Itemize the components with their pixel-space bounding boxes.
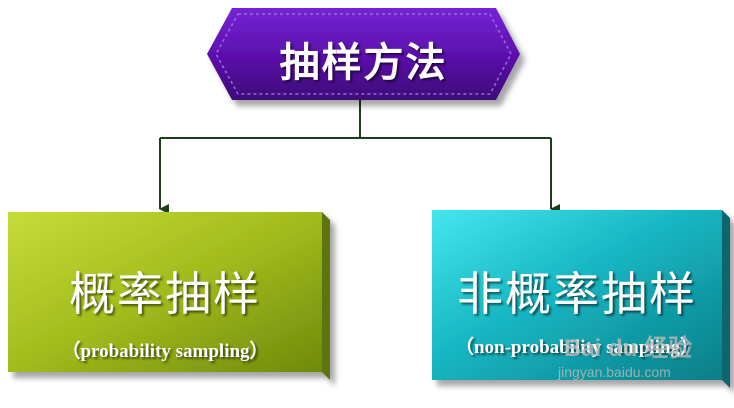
left-box-subtitle: （probability sampling） bbox=[61, 341, 269, 362]
left-box-title: 概率抽样 bbox=[69, 267, 261, 321]
connector-lines bbox=[159, 100, 560, 214]
watermark-url: jingyan.baidu.com bbox=[558, 364, 671, 380]
right-box-title: 非概率抽样 bbox=[457, 267, 697, 321]
watermark-brand: Bai du 经验 bbox=[564, 335, 693, 362]
left-box bbox=[8, 212, 330, 380]
right-box-subtitle: （non-probability sampling） bbox=[454, 337, 700, 358]
right-box bbox=[432, 210, 730, 388]
root-node bbox=[207, 8, 520, 100]
baidu-jingyan-watermark: Bai du 经验 jingyan.baidu.com bbox=[558, 328, 718, 388]
root-label: 抽样方法 bbox=[279, 40, 448, 86]
